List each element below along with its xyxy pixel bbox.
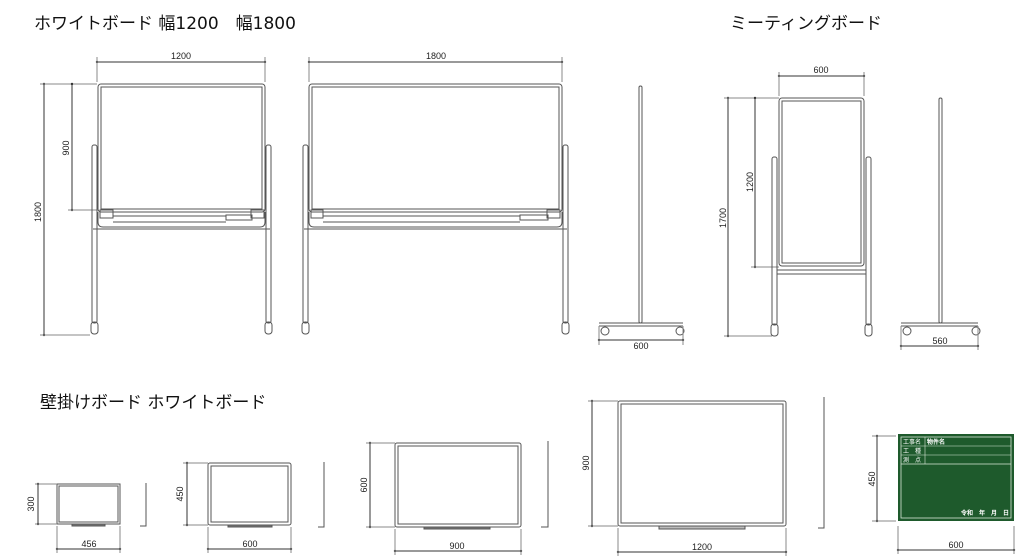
dim-width-1200: 1200 (171, 51, 191, 61)
dim-wall-height-600: 600 (359, 477, 369, 492)
dim-meeting-height-1200: 1200 (745, 172, 755, 192)
dim-meeting-base-560: 560 (932, 336, 947, 346)
dim-meeting-width-600: 600 (813, 65, 828, 75)
section-title-meeting-board: ミーティングボード (730, 14, 882, 34)
blackboard-label-survey-point: 測 点 (903, 456, 921, 464)
blackboard-date-line: 令和 年 月 日 (960, 509, 1009, 517)
dim-blackboard-width-600: 600 (948, 540, 963, 550)
dim-meeting-height-1700: 1700 (718, 208, 728, 228)
whiteboard-side-view (597, 85, 685, 345)
blackboard-label-work-type: 工 種 (903, 447, 921, 455)
whiteboard-1800-front (301, 57, 570, 335)
dim-blackboard-height-450: 450 (867, 471, 877, 486)
wall-board-1200 (588, 397, 825, 556)
dim-wall-height-450: 450 (175, 486, 185, 501)
meeting-board-front (724, 72, 873, 338)
dim-base-600: 600 (633, 341, 648, 351)
meeting-board-side-view (899, 97, 981, 350)
section-title-standing-whiteboard: ホワイトボード 幅1200 幅1800 (34, 14, 296, 34)
construction-blackboard: 工事名 物件名 工 種 測 点 令和 年 月 日 (872, 434, 1016, 554)
section-title-wall-board: 壁掛けボード ホワイトボード (40, 393, 267, 413)
dim-wall-width-600: 600 (242, 539, 257, 549)
blackboard-label-project: 工事名 (903, 438, 921, 446)
dim-wall-height-900: 900 (581, 455, 591, 470)
wall-board-600 (183, 461, 325, 553)
dim-wall-height-300: 300 (26, 496, 36, 511)
dim-wall-width-900: 900 (449, 541, 464, 551)
blackboard-value-project: 物件名 (927, 438, 945, 446)
wall-board-900 (366, 441, 549, 555)
whiteboard-1200-front (40, 57, 273, 337)
wall-board-456 (35, 482, 147, 553)
dim-width-1800: 1800 (426, 51, 446, 61)
dim-height-1800: 1800 (33, 202, 43, 222)
dim-wall-width-456: 456 (81, 539, 96, 549)
dim-height-900: 900 (61, 140, 71, 155)
dim-wall-width-1200: 1200 (692, 542, 712, 552)
